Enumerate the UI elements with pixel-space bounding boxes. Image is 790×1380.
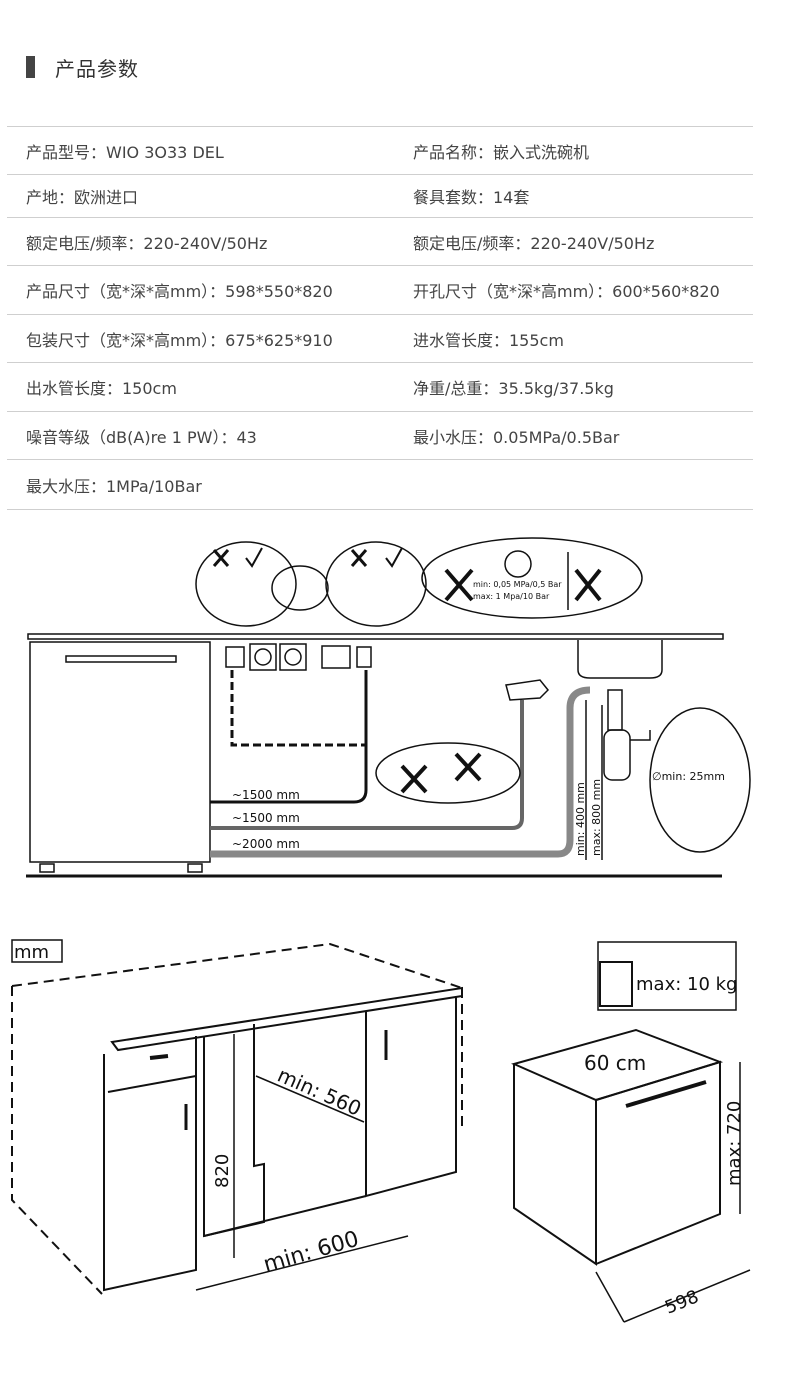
cabinet-left bbox=[103, 1036, 197, 1292]
spec-row: 产品尺寸（宽*深*高mm）：598*550*820 开孔尺寸（宽*深*高mm）：… bbox=[7, 266, 753, 315]
weight-icon bbox=[599, 961, 633, 1007]
water-tap bbox=[505, 679, 550, 701]
plug bbox=[356, 646, 372, 668]
spec-cell: 进水管长度：155cm bbox=[413, 330, 564, 350]
power-cord-dashed bbox=[230, 670, 368, 747]
sink bbox=[577, 640, 663, 679]
spec-row: 出水管长度：150cm 净重/总重：35.5kg/37.5kg bbox=[7, 363, 753, 412]
appliance-width-label: 598 bbox=[662, 1286, 702, 1318]
pressure-min-label: min: 0,05 MPa/0,5 Bar bbox=[473, 580, 562, 589]
hose-length-label: ~2000 mm bbox=[232, 837, 300, 851]
appliance-side bbox=[513, 1064, 597, 1266]
check-icon bbox=[245, 547, 263, 568]
cross-icon bbox=[574, 568, 602, 602]
spec-cell: 产品尺寸（宽*深*高mm）：598*550*820 bbox=[26, 282, 333, 301]
spec-cell: 出水管长度：150cm bbox=[26, 379, 177, 398]
spec-cell: 产品名称：嵌入式洗碗机 bbox=[413, 142, 590, 162]
spec-row: 最大水压：1MPa/10Bar bbox=[7, 460, 753, 510]
dishwasher-handle bbox=[65, 655, 177, 663]
height-min-label: min: 400 mm bbox=[574, 782, 587, 856]
pressure-callout bbox=[421, 537, 643, 619]
section-title: 产品参数 bbox=[55, 56, 139, 81]
spec-cell: 餐具套数：14套 bbox=[413, 188, 530, 207]
appliance-door bbox=[595, 1060, 721, 1265]
spec-cell: 产地：欧洲进口 bbox=[26, 188, 139, 207]
spec-cell bbox=[395, 460, 753, 509]
spec-table: 产品型号：WIO 3O33 DEL 产品名称：嵌入式洗碗机 产地：欧洲进口 餐具… bbox=[7, 126, 753, 510]
spec-row: 噪音等级（dB(A)re 1 PW）：43 最小水压：0.05MPa/0.5Ba… bbox=[7, 412, 753, 460]
unit-box bbox=[11, 939, 63, 963]
plug-callout bbox=[195, 541, 297, 627]
spec-cell: 净重/总重：35.5kg/37.5kg bbox=[413, 379, 614, 398]
drain-callout bbox=[649, 707, 751, 853]
spec-cell: 包装尺寸（宽*深*高mm）：675*625*910 bbox=[26, 330, 333, 350]
plug-callout bbox=[325, 541, 427, 627]
dishwasher-foot bbox=[39, 863, 55, 873]
pressure-max-label: max: 1 Mpa/10 Bar bbox=[473, 592, 550, 601]
dimension-diagram: mm min: 560 820 min: 600 max: 10 kg 60 c… bbox=[11, 939, 751, 1323]
width-label: min: 600 bbox=[261, 1227, 362, 1278]
countertop bbox=[27, 633, 724, 640]
cross-icon bbox=[212, 549, 230, 567]
height-max-label: max: 800 mm bbox=[590, 779, 603, 856]
check-icon bbox=[385, 547, 403, 568]
section-header: 产品参数 bbox=[26, 52, 139, 82]
socket-uk bbox=[321, 645, 351, 669]
drain-hose bbox=[210, 686, 591, 858]
cross-icon bbox=[454, 752, 482, 782]
spec-row: 包装尺寸（宽*深*高mm）：675*625*910 进水管长度：155cm bbox=[7, 315, 753, 363]
spec-row: 产品型号：WIO 3O33 DEL 产品名称：嵌入式洗碗机 bbox=[7, 127, 753, 175]
weight-callout bbox=[597, 941, 737, 1011]
drain-diameter-label: ∅min: 25mm bbox=[652, 770, 725, 783]
spec-cell: 最小水压：0.05MPa/0.5Bar bbox=[413, 427, 620, 447]
installation-diagram: ~1500 mm ~1500 mm ~2000 mm min: 0,05 MPa… bbox=[26, 537, 751, 878]
spec-row: 产地：欧洲进口 餐具套数：14套 bbox=[7, 175, 753, 218]
cross-icon bbox=[350, 549, 368, 567]
power-cord bbox=[210, 670, 368, 804]
spec-cell: 开孔尺寸（宽*深*高mm）：600*560*820 bbox=[413, 282, 720, 301]
spec-row: 额定电压/频率：220-240V/50Hz 额定电压/频率：220-240V/5… bbox=[7, 218, 753, 266]
dishwasher-foot bbox=[187, 863, 203, 873]
cross-icon bbox=[444, 568, 474, 602]
hose-length-label: ~1500 mm bbox=[232, 788, 300, 802]
spec-cell: 噪音等级（dB(A)re 1 PW）：43 bbox=[26, 427, 257, 447]
cross-icon bbox=[400, 764, 428, 794]
spec-cell: 额定电压/频率：220-240V/50Hz bbox=[413, 233, 655, 253]
top-width-label: 60 cm bbox=[584, 1051, 646, 1075]
hose-length-label: ~1500 mm bbox=[232, 811, 300, 825]
spec-cell: 额定电压/频率：220-240V/50Hz bbox=[26, 233, 268, 253]
spec-cell: 产品型号：WIO 3O33 DEL bbox=[26, 142, 224, 162]
unit-label: mm bbox=[14, 942, 49, 963]
cabinet-right bbox=[365, 996, 457, 1198]
cabinet-outline bbox=[11, 942, 463, 989]
header-bar bbox=[26, 56, 35, 78]
countertop bbox=[110, 986, 463, 1052]
height-label: 820 bbox=[212, 1154, 233, 1188]
weight-label: max: 10 kg bbox=[636, 974, 737, 995]
socket bbox=[249, 643, 277, 671]
plug bbox=[225, 646, 245, 668]
dishwasher-body bbox=[29, 641, 211, 863]
pressure-gauge-icon bbox=[504, 550, 532, 578]
socket bbox=[279, 643, 307, 671]
ground-callout bbox=[271, 565, 329, 611]
siphon bbox=[603, 729, 631, 781]
depth-label: min: 560 bbox=[274, 1063, 365, 1121]
spec-cell: 最大水压：1MPa/10Bar bbox=[26, 476, 202, 496]
door-height-label: max: 720 bbox=[724, 1101, 745, 1186]
inlet-hose bbox=[210, 700, 524, 830]
hose-callout bbox=[375, 742, 521, 804]
